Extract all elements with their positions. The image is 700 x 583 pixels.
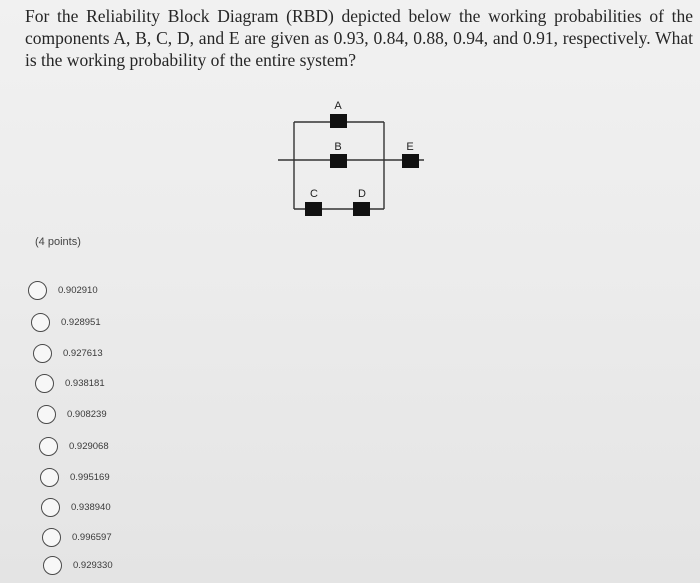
answer-option-label: 0.938181 [65,378,105,389]
label-c: C [310,188,318,200]
answer-option-label: 0.995169 [70,472,110,483]
radio-button[interactable] [35,374,54,393]
answer-option-label: 0.938940 [71,502,111,513]
answer-option-label: 0.902910 [58,285,98,296]
block-d [353,202,370,216]
block-c [305,202,322,216]
answer-option[interactable]: 0.928951 [31,313,101,332]
answer-option-label: 0.927613 [63,348,103,359]
label-d: D [358,188,366,200]
block-b [330,154,347,168]
answer-option[interactable]: 0.929330 [43,556,113,575]
answer-option-label: 0.929068 [69,441,109,452]
label-b: B [334,141,341,153]
label-e: E [406,141,413,153]
answer-option-label: 0.928951 [61,317,101,328]
answer-option-label: 0.929330 [73,560,113,571]
answer-option[interactable]: 0.929068 [39,437,109,456]
radio-button[interactable] [42,528,61,547]
answer-option[interactable]: 0.938181 [35,374,105,393]
radio-button[interactable] [41,498,60,517]
label-a: A [334,100,342,112]
radio-button[interactable] [43,556,62,575]
answer-option-label: 0.908239 [67,409,107,420]
points-label: (4 points) [35,236,81,248]
radio-button[interactable] [33,344,52,363]
answer-option[interactable]: 0.908239 [37,405,107,424]
radio-button[interactable] [31,313,50,332]
question-text: For the Reliability Block Diagram (RBD) … [25,6,693,70]
block-a [330,114,347,128]
radio-button[interactable] [28,281,47,300]
answer-option-label: 0.996597 [72,532,112,543]
answer-option[interactable]: 0.996597 [42,528,112,547]
answer-option[interactable]: 0.938940 [41,498,111,517]
block-e [402,154,419,168]
reliability-block-diagram: A B C D E [278,100,424,216]
answer-option[interactable]: 0.995169 [40,468,110,487]
radio-button[interactable] [39,437,58,456]
answer-option[interactable]: 0.902910 [28,281,98,300]
radio-button[interactable] [40,468,59,487]
answer-option[interactable]: 0.927613 [33,344,103,363]
radio-button[interactable] [37,405,56,424]
